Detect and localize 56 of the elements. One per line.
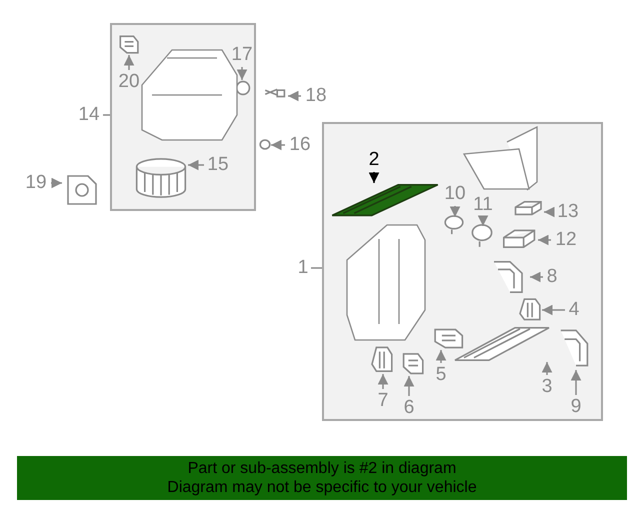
notice-banner (17, 456, 627, 500)
notice-text: Part or sub-assembly is #2 in diagram (188, 459, 456, 478)
leader-line (271, 140, 285, 150)
sensor-drawing (443, 217, 465, 235)
callout-number: 13 (554, 201, 582, 223)
callout-number: 1 (296, 257, 310, 279)
connector-drawing (400, 350, 424, 376)
heater-core-drawing (330, 183, 440, 219)
leader-line (368, 172, 380, 183)
leader-line (538, 234, 551, 246)
callout-number: 4 (566, 299, 582, 321)
leader-line (436, 350, 446, 363)
leader-line (188, 160, 204, 170)
leader-line (570, 370, 582, 395)
notice-text: Diagram may not be specific to your vehicle (167, 478, 477, 497)
leader-line (288, 90, 301, 102)
callout-number: 15 (205, 154, 231, 176)
callout-number: 9 (568, 396, 584, 418)
leader-line (311, 267, 322, 269)
heater-unit-frame (322, 122, 603, 421)
callout-number: 18 (302, 85, 330, 107)
callout-number: 6 (401, 397, 417, 419)
callout-number: 7 (375, 390, 391, 412)
seal-ring-drawing (235, 80, 251, 96)
bracket-drawing (117, 33, 139, 55)
blower-housing-frame (110, 23, 256, 211)
leader-line (530, 272, 543, 282)
callout-number: 8 (544, 266, 560, 288)
callout-number: 19 (22, 172, 50, 194)
callout-number: 10 (441, 183, 469, 205)
callout-number: 11 (469, 194, 497, 216)
leader-line (124, 55, 134, 70)
leader-line (51, 178, 62, 188)
callout-number: 5 (433, 364, 449, 386)
motor-drawing (372, 346, 394, 374)
valve-drawing (520, 298, 542, 322)
leader-line (404, 376, 414, 396)
leader-line (542, 362, 552, 375)
leader-line (478, 216, 488, 226)
actuator-drawing (470, 226, 494, 248)
leader-line (378, 374, 388, 389)
callout-number: 12 (552, 229, 580, 251)
callout-number: 14 (76, 104, 102, 126)
callout-number: 17 (231, 44, 253, 66)
leader-line (236, 67, 248, 80)
clip-drawing (259, 139, 271, 150)
leader-line (542, 304, 565, 316)
callout-number: 2 (366, 149, 382, 171)
leader-line (544, 206, 554, 218)
callout-number: 3 (539, 376, 555, 398)
leader-line (450, 206, 460, 217)
callout-number: 16 (286, 134, 314, 156)
filter-drawing (514, 200, 544, 218)
leader-line (103, 114, 110, 116)
callout-number: 20 (115, 71, 143, 93)
evaporator-drawing (452, 326, 552, 362)
